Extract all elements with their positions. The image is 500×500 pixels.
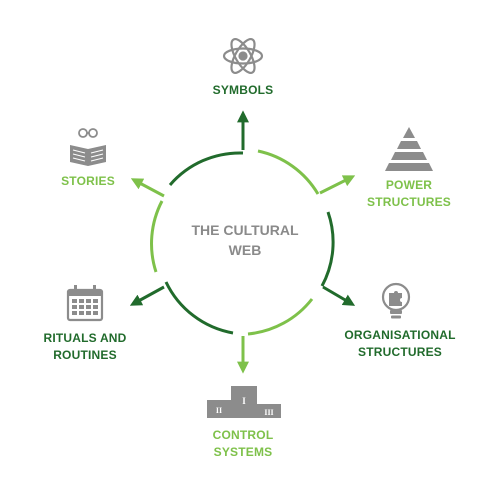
book-glasses-icon xyxy=(70,128,106,166)
ring-arc-stories xyxy=(150,200,164,273)
label-symbols: SYMBOLS xyxy=(193,82,293,99)
label-organisational-line2: STRUCTURES xyxy=(357,345,442,359)
arrow-organisational xyxy=(322,285,356,306)
label-control-line2: SYSTEMS xyxy=(213,445,273,459)
calendar-icon xyxy=(66,285,104,322)
label-rituals-and-routines: RITUALS AND ROUTINES xyxy=(20,330,150,364)
arrow-rituals xyxy=(129,285,165,306)
podium-label-second: II xyxy=(216,406,222,415)
arrow-power xyxy=(319,175,356,195)
center-title-line1: THE CULTURAL xyxy=(191,222,299,238)
label-rituals-line1: RITUALS AND xyxy=(43,331,127,345)
label-organisational-line1: ORGANISATIONAL xyxy=(344,328,456,342)
ring-arc-organisational xyxy=(320,211,335,287)
label-stories: STORIES xyxy=(38,173,138,190)
label-symbols-line1: SYMBOLS xyxy=(212,83,274,97)
podium-icon: II I III xyxy=(207,386,281,418)
center-title: THE CULTURAL WEB xyxy=(180,220,310,260)
label-power-line2: STRUCTURES xyxy=(366,195,451,209)
label-control-line1: CONTROL xyxy=(212,428,274,442)
podium-label-first: I xyxy=(242,396,246,406)
label-organisational-structures: ORGANISATIONAL STRUCTURES xyxy=(330,327,470,361)
label-power-structures: POWER STRUCTURES xyxy=(349,177,469,211)
pyramid-icon xyxy=(385,127,433,171)
ring-arc-rituals xyxy=(164,281,234,335)
label-control-systems: CONTROL SYSTEMS xyxy=(193,427,293,461)
ring-arc-power xyxy=(257,149,320,195)
label-rituals-line2: ROUTINES xyxy=(53,348,117,362)
podium-label-third: III xyxy=(264,408,273,417)
atom-icon xyxy=(222,38,264,74)
center-title-line2: WEB xyxy=(228,242,262,258)
label-power-line1: POWER xyxy=(385,178,433,192)
ring-arc-control xyxy=(247,298,314,336)
label-stories-line1: STORIES xyxy=(61,174,115,188)
ring-arc-symbols xyxy=(168,151,244,186)
lightbulb-puzzle-icon xyxy=(381,282,411,319)
arrow-stories xyxy=(130,178,165,198)
